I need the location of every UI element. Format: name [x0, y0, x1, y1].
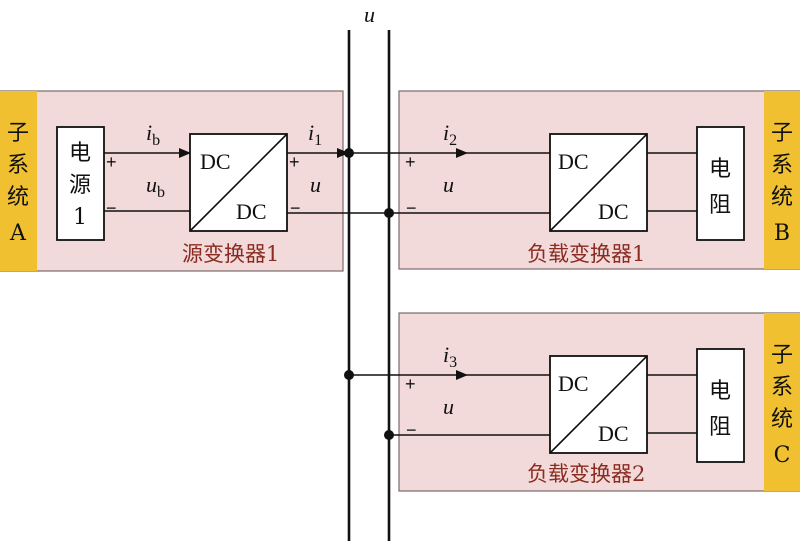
tag-a-char-0: 子	[7, 121, 29, 146]
arrow-i2	[456, 148, 468, 158]
tag-c-char-2: 统	[771, 407, 793, 432]
load-converter-1-dc-top: DC	[558, 149, 589, 174]
current-i2-label: i2	[443, 120, 457, 149]
load-converter-1-caption: 负载变换器1	[527, 242, 645, 266]
voltage-u-c-label: u	[443, 394, 454, 419]
voltage-u-b-label: u	[443, 172, 454, 197]
load-converter-2-diagonal	[549, 355, 648, 454]
resistor-b-char-1: 阻	[709, 193, 731, 218]
source-char-0: 电	[69, 141, 91, 166]
junction-dot	[344, 148, 354, 158]
tag-c-char-3: C	[774, 443, 791, 468]
arrow-i1	[337, 148, 349, 158]
panel-subsystem-a	[0, 90, 344, 272]
junction-dot	[384, 430, 394, 440]
junction-dot	[344, 370, 354, 380]
load-converter-2-dc-bottom: DC	[598, 421, 629, 446]
a-minus-out: −	[290, 198, 301, 218]
tag-c-char-0: 子	[771, 343, 793, 368]
a-minus-in: −	[106, 198, 117, 218]
resistor-box-c	[696, 348, 745, 463]
source-char-1: 源	[69, 173, 91, 198]
b-minus: −	[406, 198, 417, 218]
source-char-2: 1	[73, 205, 87, 230]
voltage-u-a-label: u	[310, 172, 321, 197]
tag-b-char-3: B	[774, 221, 790, 246]
tag-a-char-3: A	[9, 221, 27, 246]
current-ib-label: ib	[146, 120, 160, 149]
load-converter-2-caption: 负载变换器2	[527, 462, 645, 486]
resistor-c-char-0: 电	[709, 379, 731, 404]
c-minus: −	[406, 420, 417, 440]
resistor-b-char-0: 电	[709, 157, 731, 182]
a-plus-in: +	[106, 152, 117, 172]
tag-a-char-1: 系	[7, 153, 29, 178]
arrow-i3	[456, 370, 468, 380]
source-converter-caption: 源变换器1	[182, 242, 279, 266]
tag-subsystem-b	[764, 91, 800, 269]
load-converter-1-dc-bottom: DC	[598, 199, 629, 224]
tag-a-char-2: 统	[7, 185, 29, 210]
current-i1-label: i1	[308, 120, 322, 149]
load-converter-1-diagonal	[549, 133, 648, 232]
c-plus: +	[405, 374, 416, 394]
tag-subsystem-c	[764, 313, 800, 491]
b-plus: +	[405, 152, 416, 172]
current-i3-label: i3	[443, 342, 457, 371]
junction-dot	[384, 208, 394, 218]
tag-subsystem-a	[0, 91, 37, 271]
resistor-box-b	[696, 126, 745, 241]
voltage-ub-label: ub	[146, 172, 165, 201]
source-converter-dc-top: DC	[200, 149, 231, 174]
load-converter-2-dc-top: DC	[558, 371, 589, 396]
resistor-c-char-1: 阻	[709, 415, 731, 440]
a-plus-out: +	[289, 152, 300, 172]
source-converter-diagonal	[189, 133, 288, 232]
bus-voltage-label: u	[364, 2, 375, 27]
source-converter-dc-bottom: DC	[236, 199, 267, 224]
tag-c-char-1: 系	[771, 375, 793, 400]
tag-b-char-0: 子	[771, 121, 793, 146]
power-source-box	[56, 126, 105, 241]
tag-b-char-1: 系	[771, 153, 793, 178]
tag-b-char-2: 统	[771, 185, 793, 210]
